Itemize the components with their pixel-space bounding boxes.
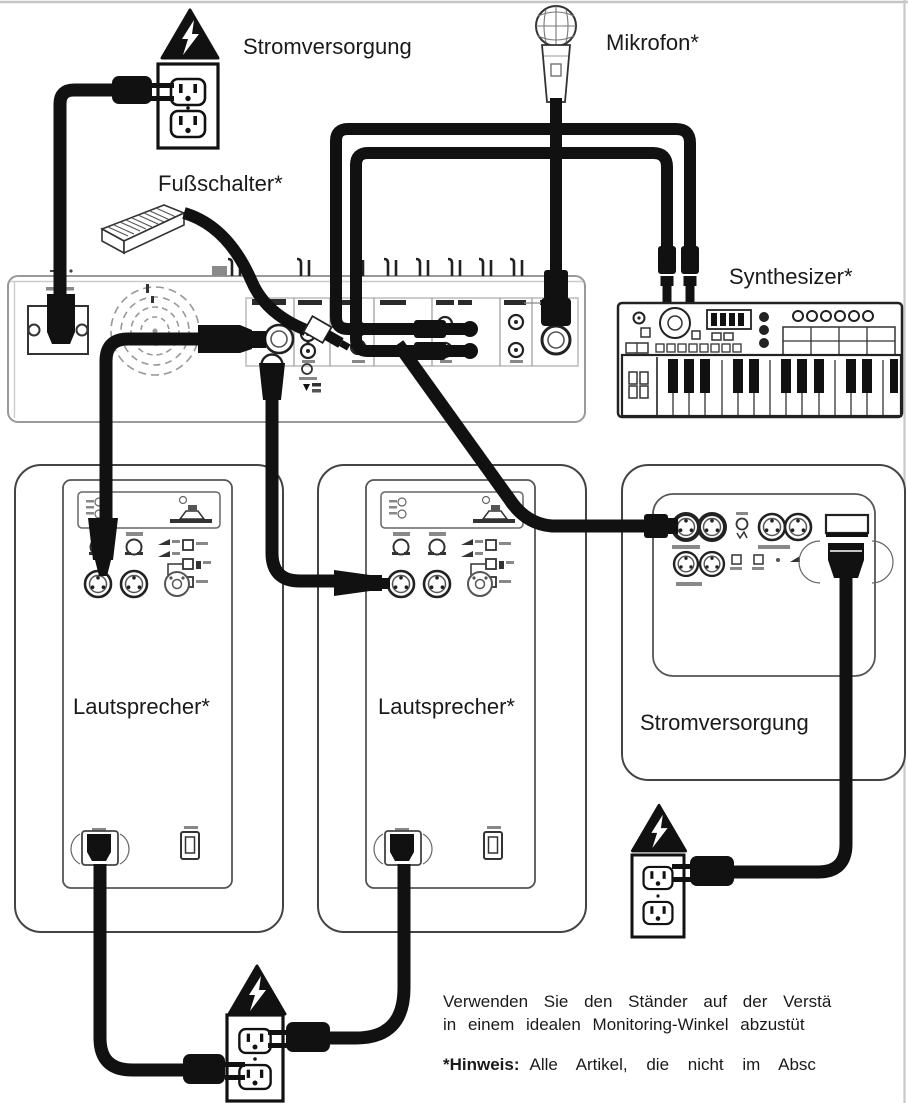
footswitch [100, 204, 187, 255]
cables [47, 76, 853, 1084]
synth-keyboard [620, 353, 903, 418]
power-outlet-bottom-center [225, 964, 287, 1103]
ground-terminal-icon [299, 363, 321, 393]
power-outlet-bottom-right [630, 803, 688, 939]
note-hinweis-text: Alle Artikel, die nicht im Absc [529, 1055, 816, 1074]
power-outlet-top [156, 8, 220, 150]
footswitch-cable [182, 207, 309, 336]
label-speaker-middle: Lautsprecher* [378, 694, 515, 719]
warning-triangle-icon [630, 803, 688, 853]
footswitch-plug [302, 314, 351, 351]
synth-button-row [655, 343, 742, 353]
synth-wheel-icon [659, 307, 691, 339]
xlr-plug [198, 325, 252, 353]
panel-button [212, 266, 227, 276]
subwoofer-power-cable [732, 576, 853, 879]
iec-plug [47, 294, 75, 344]
mixer-power-cable [53, 83, 150, 298]
power-plug [112, 76, 152, 104]
quarter-inch-plugs [414, 246, 699, 360]
warning-triangle-icon [227, 964, 287, 1016]
note-line-2: in einem idealen Monitoring-Winkel abzus… [443, 1015, 805, 1034]
mixer-amplifier [7, 257, 586, 423]
footswitch-tread-icon [107, 207, 177, 237]
speaker-left-power-cable [93, 864, 187, 1077]
synth-display [706, 309, 752, 330]
synthesizer [616, 301, 904, 419]
note-hinweis-label: *Hinweis: [443, 1055, 520, 1074]
sub-power-inlet [798, 513, 894, 584]
mic-xlr-plug [541, 298, 571, 326]
synth-knob-row [792, 310, 874, 322]
speaker-output-jack [263, 323, 295, 355]
note-line-1: Verwenden Sie den Ständer auf der Verstä [443, 992, 832, 1011]
speaker-middle-power-cable [330, 864, 411, 1045]
label-subwoofer-power: Stromversorgung [640, 710, 809, 735]
synth-cable-1 [330, 123, 696, 335]
mic-input-jack [540, 324, 572, 356]
synth-cable-2 [350, 147, 673, 357]
subwoofer-signal-cable [392, 340, 646, 533]
label-speaker-left: Lautsprecher* [73, 694, 210, 719]
note-text: Verwenden Sie den Ständer auf der Verstä… [443, 990, 908, 1076]
speaker-left-signal-cable [99, 332, 200, 520]
subwoofer [621, 464, 906, 781]
label-synthesizer: Synthesizer* [729, 264, 853, 289]
label-power-top: Stromversorgung [243, 34, 412, 59]
label-microphone: Mikrofon* [606, 30, 699, 55]
knob-profiles-icon [226, 257, 524, 278]
mic-grille-icon [536, 6, 576, 46]
ground-lift-icon [735, 512, 749, 540]
speaker-middle-signal-cable [265, 395, 334, 588]
warning-triangle-icon [160, 8, 220, 60]
label-footswitch: Fußschalter* [158, 171, 283, 196]
microphone [535, 5, 577, 103]
note-hinweis: *Hinweis: Alle Artikel, die nicht im Absc [443, 1053, 908, 1076]
sub-switch-icons [730, 554, 800, 570]
